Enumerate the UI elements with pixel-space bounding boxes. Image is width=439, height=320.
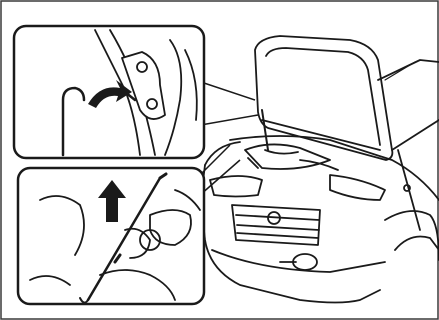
inset-bottom — [18, 168, 204, 304]
inset-top — [14, 26, 204, 158]
